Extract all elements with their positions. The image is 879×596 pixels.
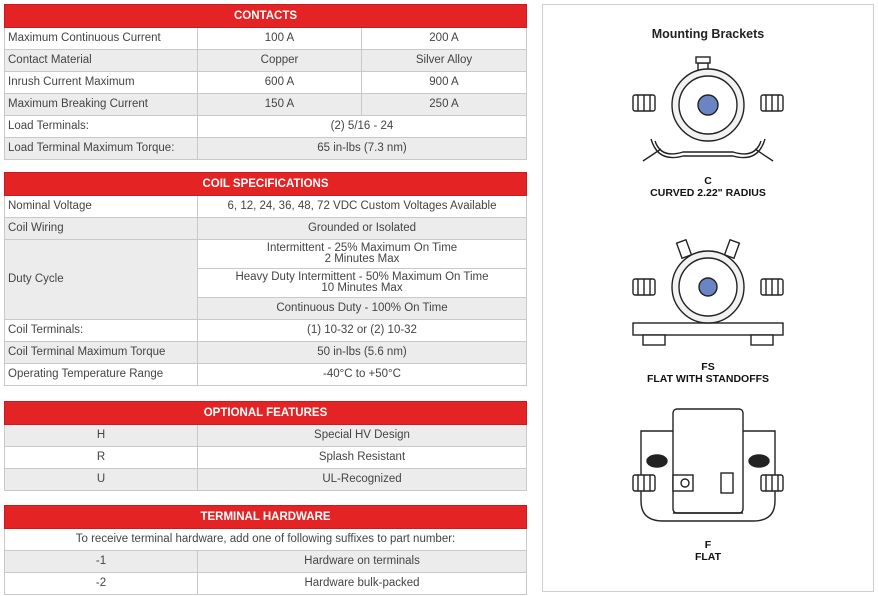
panel-title: Mounting Brackets xyxy=(651,27,765,41)
row-value: 65 in-lbs (7.3 nm) xyxy=(197,137,527,160)
row-label: Coil Terminals: xyxy=(4,319,198,342)
table-row: U UL-Recognized xyxy=(4,468,527,491)
row-value: 250 A xyxy=(361,93,527,116)
row-value: -40°C to +50°C xyxy=(197,363,527,386)
row-value: 200 A xyxy=(361,27,527,50)
table-row: Nominal Voltage 6, 12, 24, 36, 48, 72 VD… xyxy=(4,195,527,218)
feature-desc: Splash Resistant xyxy=(197,446,527,469)
feature-code: R xyxy=(4,446,198,469)
table-row: Operating Temperature Range -40°C to +50… xyxy=(4,363,527,386)
curved-name: CURVED 2.22" RADIUS xyxy=(650,187,766,199)
row-value: 900 A xyxy=(361,71,527,94)
table-row: Coil Wiring Grounded or Isolated xyxy=(4,217,527,240)
table-row: Coil Terminal Maximum Torque 50 in-lbs (… xyxy=(4,341,527,364)
row-value: 600 A xyxy=(197,71,362,94)
table-row: Inrush Current Maximum 600 A 900 A xyxy=(4,71,527,94)
curved-label: C CURVED 2.22" RADIUS xyxy=(543,175,873,199)
row-label: Duty Cycle xyxy=(4,239,198,320)
table-row: Contact Material Copper Silver Alloy xyxy=(4,49,527,72)
hardware-header: TERMINAL HARDWARE xyxy=(4,505,527,529)
duty-continuous: Continuous Duty - 100% On Time xyxy=(197,297,527,320)
flat-standoffs-bracket-diagram xyxy=(632,238,784,346)
table-row: Coil Terminals: (1) 10-32 or (2) 10-32 xyxy=(4,319,527,342)
duty-heavy: Heavy Duty Intermittent - 50% Maximum On… xyxy=(197,268,527,298)
table-row: Continuous Duty - 100% On Time xyxy=(5,297,527,320)
row-label: Load Terminals: xyxy=(4,115,198,138)
duty-intermittent: Intermittent - 25% Maximum On Time 2 Min… xyxy=(197,239,527,269)
feature-code: H xyxy=(4,424,198,447)
table-row: Load Terminal Maximum Torque: 65 in-lbs … xyxy=(4,137,527,160)
hardware-code: -2 xyxy=(4,572,198,595)
row-label: Maximum Breaking Current xyxy=(4,93,198,116)
table-row: Duty Cycle Intermittent - 25% Maximum On… xyxy=(4,239,527,320)
contacts-table: CONTACTS Maximum Continuous Current 100 … xyxy=(4,4,527,160)
row-value: Silver Alloy xyxy=(361,49,527,72)
row-label: Maximum Continuous Current xyxy=(4,27,198,50)
row-label: Inrush Current Maximum xyxy=(4,71,198,94)
mounting-brackets-panel: Mounting Brackets C CURVED 2.22" RADIUS xyxy=(542,4,874,592)
row-label: Load Terminal Maximum Torque: xyxy=(4,137,198,160)
row-value: Copper xyxy=(197,49,362,72)
table-row: H Special HV Design xyxy=(4,424,527,447)
flat-bracket-diagram xyxy=(632,408,784,522)
optional-header: OPTIONAL FEATURES xyxy=(4,401,527,425)
terminal-hardware-table: TERMINAL HARDWARE To receive terminal ha… xyxy=(4,505,527,595)
flat-label: F FLAT xyxy=(543,539,873,563)
row-value: 50 in-lbs (5.6 nm) xyxy=(197,341,527,364)
contacts-header: CONTACTS xyxy=(4,4,527,28)
feature-code: U xyxy=(4,468,198,491)
hardware-desc: Hardware on terminals xyxy=(197,550,527,573)
flat-standoffs-label: FS FLAT WITH STANDOFFS xyxy=(543,361,873,385)
hardware-code: -1 xyxy=(4,550,198,573)
flat-standoffs-code: FS xyxy=(701,361,715,373)
table-row: Maximum Breaking Current 150 A 250 A xyxy=(4,93,527,116)
table-row: To receive terminal hardware, add one of… xyxy=(4,528,527,551)
coil-specifications-table: COIL SPECIFICATIONS Nominal Voltage 6, 1… xyxy=(4,172,527,386)
table-row: Heavy Duty Intermittent - 50% Maximum On… xyxy=(5,268,527,298)
table-row: -1 Hardware on terminals xyxy=(4,550,527,573)
table-row: R Splash Resistant xyxy=(4,446,527,469)
duty-heavy-line2: 10 Minutes Max xyxy=(321,282,403,294)
hardware-desc: Hardware bulk-packed xyxy=(197,572,527,595)
row-label: Nominal Voltage xyxy=(4,195,198,218)
curved-bracket-diagram xyxy=(632,56,784,162)
row-value: 6, 12, 24, 36, 48, 72 VDC Custom Voltage… xyxy=(197,195,527,218)
table-row: Maximum Continuous Current 100 A 200 A xyxy=(4,27,527,50)
flat-code: F xyxy=(704,539,712,551)
optional-features-table: OPTIONAL FEATURES H Special HV Design R … xyxy=(4,401,527,491)
curved-code: C xyxy=(704,175,712,187)
coil-header: COIL SPECIFICATIONS xyxy=(4,172,527,196)
row-label: Coil Wiring xyxy=(4,217,198,240)
row-value: Grounded or Isolated xyxy=(197,217,527,240)
duty-intermittent-line2: 2 Minutes Max xyxy=(324,253,400,265)
duty-heavy-line1: Heavy Duty Intermittent - 50% Maximum On… xyxy=(235,271,489,283)
row-value: 100 A xyxy=(197,27,362,50)
hardware-note: To receive terminal hardware, add one of… xyxy=(4,528,527,551)
duty-intermittent-line1: Intermittent - 25% Maximum On Time xyxy=(266,242,458,254)
flat-name: FLAT xyxy=(694,551,722,563)
feature-desc: Special HV Design xyxy=(197,424,527,447)
row-label: Operating Temperature Range xyxy=(4,363,198,386)
row-value: (1) 10-32 or (2) 10-32 xyxy=(197,319,527,342)
row-label: Coil Terminal Maximum Torque xyxy=(4,341,198,364)
flat-standoffs-name: FLAT WITH STANDOFFS xyxy=(646,373,770,385)
row-value: 150 A xyxy=(197,93,362,116)
row-value: (2) 5/16 - 24 xyxy=(197,115,527,138)
table-row: Load Terminals: (2) 5/16 - 24 xyxy=(4,115,527,138)
feature-desc: UL-Recognized xyxy=(197,468,527,491)
row-label: Contact Material xyxy=(4,49,198,72)
table-row: -2 Hardware bulk-packed xyxy=(4,572,527,595)
